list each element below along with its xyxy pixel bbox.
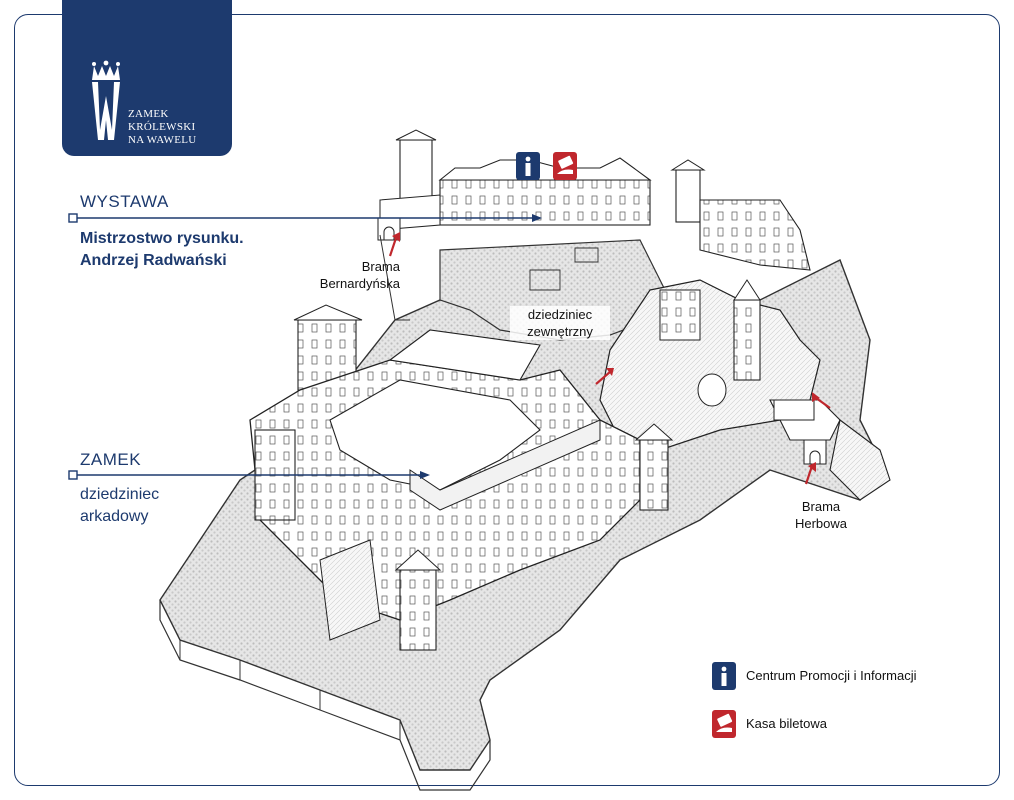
exhibition-title-line-1[interactable]: Mistrzostwo rysunku. — [80, 230, 244, 247]
royal-castle — [249, 329, 674, 651]
logo-line-1: ZAMEK — [128, 108, 169, 120]
legend-info-label: Centrum Promocji i Informacji — [746, 668, 917, 683]
exhibition-title-line-2[interactable]: Andrzej Radwański — [80, 252, 227, 269]
ticket-hand-icon[interactable] — [553, 152, 577, 180]
logo-text: ZAMEK KRÓLEWSKI NA WAWELU — [128, 108, 197, 147]
legend-ticket-icon — [712, 710, 736, 738]
gate-herbowa-line-1: Brama — [801, 499, 841, 514]
outer-courtyard-label[interactable]: dziedziniec zewnętrzny — [510, 306, 610, 340]
map-frame — [14, 14, 1000, 786]
legend-ticket-label: Kasa biletowa — [746, 716, 827, 731]
gate-bernardynska-line-1: Brama — [361, 259, 400, 274]
arrow-outer-courtyard — [595, 368, 614, 385]
logo-line-3: NA WAWELU — [128, 134, 197, 146]
exhibition-heading: WYSTAWA — [80, 192, 169, 211]
gate-bernardynska-label[interactable]: Brama Bernardyńska — [290, 258, 400, 292]
gate-herbowa-line-2: Herbowa — [794, 516, 848, 531]
logo-block[interactable]: ZAMEK KRÓLEWSKI NA WAWELU — [62, 0, 232, 156]
outer-courtyard-line-1: dziedziniec — [527, 307, 593, 322]
arrow-bernardynska — [388, 232, 400, 257]
castle-courtyard-line-2[interactable]: arkadowy — [80, 508, 149, 525]
cathedral-complex — [599, 279, 891, 501]
castle-courtyard-line-1[interactable]: dziedziniec — [80, 486, 160, 503]
gate-herbowa-structure — [773, 399, 827, 465]
logo-line-2: KRÓLEWSKI — [128, 121, 196, 133]
outer-courtyard-line-2: zewnętrzny — [527, 324, 593, 339]
north-building-range — [379, 129, 811, 271]
entrance-arrows — [388, 232, 831, 485]
arrow-herbowa-lower — [804, 462, 816, 485]
gate-bernardynska-structure — [377, 217, 410, 321]
gate-herbowa-label[interactable]: Brama Herbowa — [786, 498, 856, 532]
royal-crown-w-icon — [92, 60, 120, 140]
legend-info-icon — [712, 662, 736, 690]
arrow-herbowa-upper — [812, 392, 831, 409]
castle-heading: ZAMEK — [80, 450, 142, 469]
pointer-lines — [68, 213, 542, 480]
gate-bernardynska-line-2: Bernardyńska — [319, 276, 400, 291]
info-icon[interactable] — [516, 152, 540, 180]
